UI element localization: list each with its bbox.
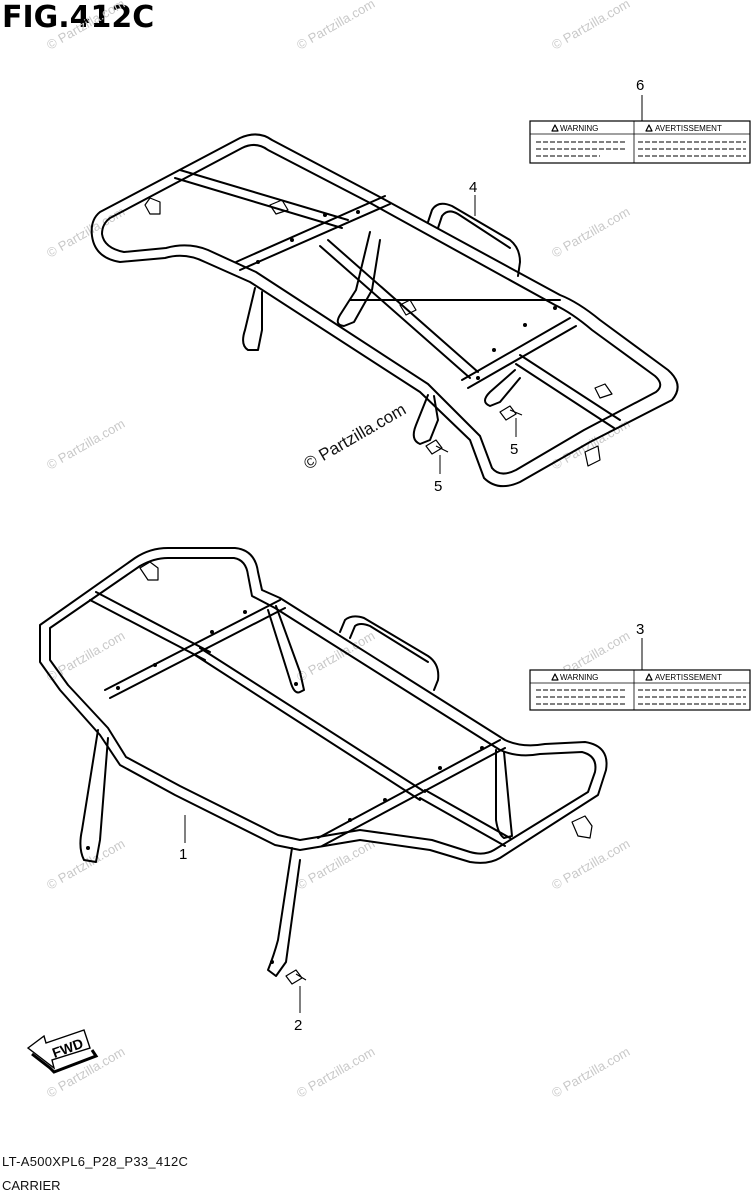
label-3-right-heading: AVERTISSEMENT [655,673,722,682]
watermark: © Partzilla.com [549,836,632,893]
callout-1: 1 [179,846,187,863]
watermark: © Partzilla.com [44,0,127,53]
label-6-right-heading: AVERTISSEMENT [655,124,722,133]
callouts: 6 4 5 5 3 1 2 [179,77,644,1034]
callout-4: 4 [469,179,477,196]
watermark: © Partzilla.com [294,1044,377,1101]
rear-carrier-drawing [90,133,679,488]
label-6-left-heading: WARNING [560,124,598,133]
watermark: © Partzilla.com [549,204,632,261]
callout-5-right: 5 [510,441,518,458]
watermark: © Partzilla.com [44,416,127,473]
callout-3: 3 [636,621,644,638]
warning-label-3: WARNING AVERTISSEMENT [529,669,751,711]
callout-6: 6 [636,77,644,94]
diagram-name: CARRIER [2,1178,61,1193]
watermark: © Partzilla.com [549,1044,632,1101]
label-3-left-heading: WARNING [560,673,598,682]
fwd-arrow-label: FWD [50,1035,85,1061]
callout-2: 2 [294,1017,302,1034]
figure-title: FIG.412C [2,0,155,35]
warning-label-6: WARNING AVERTISSEMENT [529,120,751,164]
watermark-group: © Partzilla.com © Partzilla.com © Partzi… [44,0,632,1101]
front-carrier-drawing [39,547,608,985]
watermark: © Partzilla.com [294,0,377,53]
watermark-center: © Partzilla.com [301,400,410,474]
watermark: © Partzilla.com [44,628,127,685]
watermark: © Partzilla.com [44,836,127,893]
watermark: © Partzilla.com [294,628,377,685]
watermark: © Partzilla.com [549,0,632,53]
watermark: © Partzilla.com [44,204,127,261]
callout-5-left: 5 [434,478,442,495]
diagram-code: LT-A500XPL6_P28_P33_412C [2,1154,189,1169]
